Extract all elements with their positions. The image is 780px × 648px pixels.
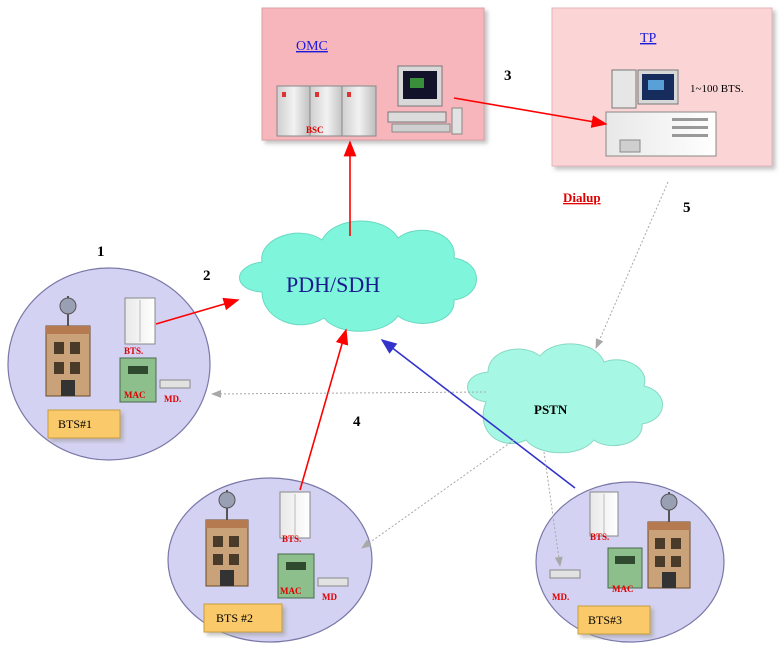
modem-icon	[159, 379, 191, 389]
links	[155, 97, 669, 567]
omc-box: OMC BSC	[261, 7, 485, 141]
site-name-1: BTS#1	[58, 417, 92, 431]
mac-label-3: MAC	[612, 584, 634, 594]
md-label-2: MD	[322, 592, 337, 602]
mac-cabinet-icon	[277, 553, 315, 599]
pstn-cloud: PSTN	[467, 343, 663, 454]
mac-label-2: MAC	[280, 586, 302, 596]
step-2: 2	[203, 268, 211, 284]
mac-cabinet-icon	[119, 357, 157, 403]
link-bts2-to-pdh	[299, 328, 349, 491]
bts-label-2: BTS.	[282, 534, 301, 544]
site-name-3: BTS#3	[588, 613, 622, 627]
mac-label-1: MAC	[124, 390, 146, 400]
site-label-box-2: BTS #2	[203, 603, 283, 633]
link-pstn-to-bts3	[543, 451, 563, 567]
link-bts3-to-pdh	[380, 339, 576, 489]
bts-label-3: BTS.	[590, 532, 609, 542]
link-pstn-to-bts1	[211, 389, 487, 398]
dialup-label: Dialup	[563, 190, 601, 205]
link-tp-to-pstn	[595, 181, 669, 349]
omc-workstation-icon	[387, 65, 463, 135]
step-4: 4	[353, 414, 361, 430]
tp-workstation-icon	[605, 69, 717, 157]
building-icon	[205, 490, 249, 587]
step-1: 1	[97, 244, 105, 260]
modem-icon	[549, 569, 581, 579]
tp-box: TP 1~100 BTS.	[551, 7, 773, 167]
link-pstn-to-bts2	[361, 439, 515, 549]
mac-cabinet-icon	[607, 547, 643, 589]
tp-capacity: 1~100 BTS.	[690, 83, 744, 95]
site-label-box-1: BTS#1	[47, 409, 121, 439]
bts-cabinet-icon	[589, 491, 619, 537]
tp-title: TP	[640, 31, 657, 46]
bts-cabinet-icon	[124, 297, 156, 345]
link-omc-to-tp	[453, 97, 608, 128]
building-icon	[647, 492, 691, 589]
step-5: 5	[683, 200, 691, 216]
site-label-box-3: BTS#3	[577, 605, 651, 635]
building-icon	[45, 296, 91, 397]
bts-site-1: BTS. MAC MD. BTS#1	[7, 267, 211, 461]
pstn-label: PSTN	[534, 402, 568, 417]
bts-cabinet-icon	[279, 491, 311, 539]
bsc-label: BSC	[306, 125, 324, 135]
pdh-sdh-cloud: PDH/SDH	[239, 220, 477, 332]
md-label-3: MD.	[552, 592, 569, 602]
link-bts1-to-pdh	[155, 297, 240, 325]
bts-site-2: BTS. MAC MD BTS #2	[167, 477, 373, 643]
step-3: 3	[504, 68, 512, 84]
pdh-sdh-label: PDH/SDH	[286, 272, 380, 297]
omc-title: OMC	[296, 39, 328, 54]
bsc-rack-icon	[276, 85, 377, 137]
bts-label-1: BTS.	[124, 346, 143, 356]
site-name-2: BTS #2	[216, 611, 253, 625]
bts-site-3: BTS. MAC MD. BTS#3	[535, 481, 725, 643]
md-label-1: MD.	[164, 394, 181, 404]
modem-icon	[317, 577, 349, 587]
